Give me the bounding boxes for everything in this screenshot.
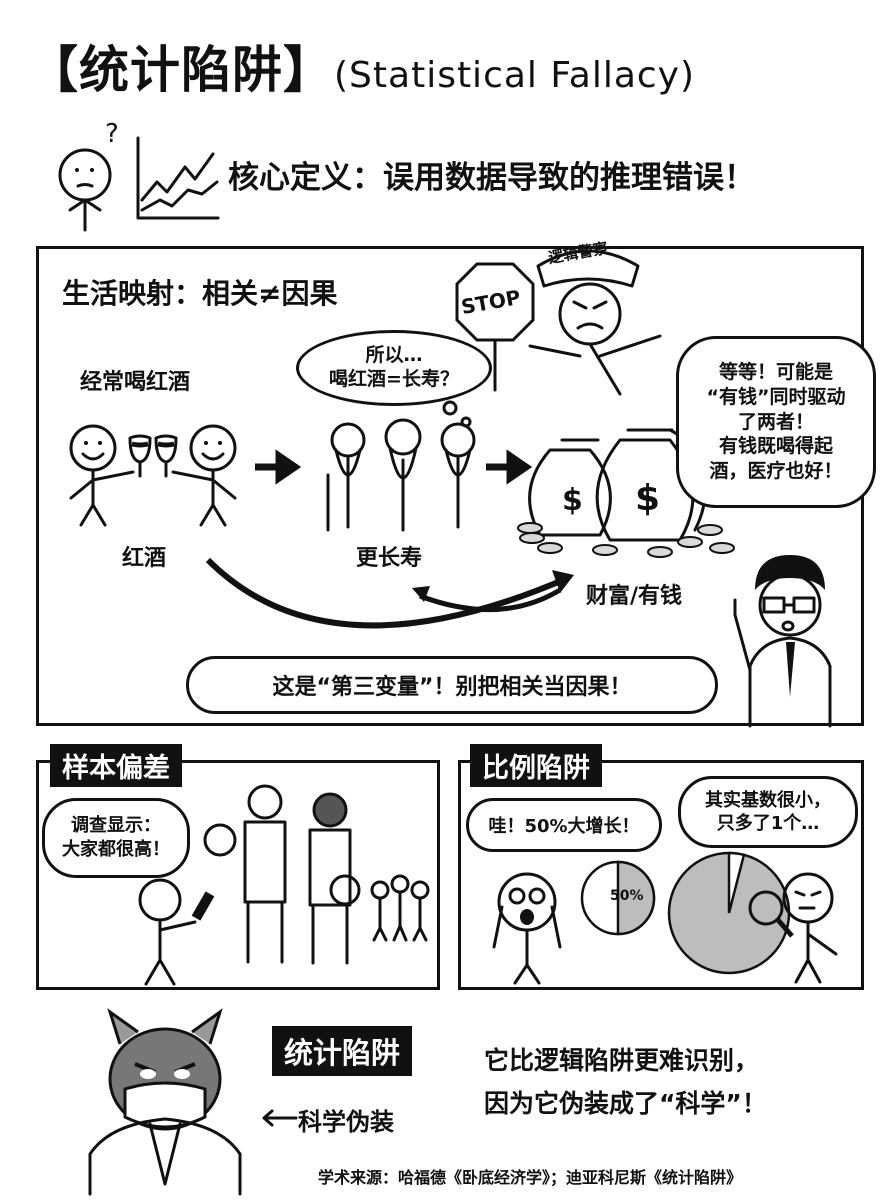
small-pie-label: 50% [610,888,644,904]
arrow-left-icon [262,1109,298,1127]
stop-sign-icon [455,262,535,392]
growth-speech-bubble: 哇！50%大增长！ [466,798,662,852]
logic-police-illustration [528,249,662,396]
arrow-right-icon [255,449,302,485]
base-speech-bubble: 其实基数很小， 只多了1个… [678,776,858,848]
small-pie-chart [580,860,656,936]
red-wine-label: 红酒 [122,546,167,571]
ratio-trap-header: 比例陷阱 [470,744,602,787]
elders-illustration [326,418,476,532]
title-en: (Statistical Fallacy) [334,55,696,96]
svg-text:?: ? [105,119,119,149]
core-definition: 核心定义：误用数据导致的推理错误！ [228,160,755,196]
base-speech-2: 只多了1个… [716,813,820,834]
title-cn: 【统计陷阱】 [28,41,334,99]
big-pie-chart [667,851,791,975]
thought-line-2: 喝红酒=长寿？ [329,368,459,390]
thought-bubble: 所以… 喝红酒=长寿？ [296,330,492,406]
professor-illustration [733,555,832,728]
footer-badge: 统计陷阱 [272,1026,413,1076]
wine-drinkers-illustration [69,424,237,527]
sample-bias-header: 样本偏差 [50,744,182,787]
thinking-person-icon: ? [58,119,220,232]
police-speech-5: 酒，医疗也好！ [709,460,843,483]
wealth-label: 财富/有钱 [586,584,683,609]
surprised-person-illustration [492,872,562,985]
conclusion-text: 这是“第三变量”！别把相关当因果！ [272,675,632,700]
longevity-label: 更长寿 [356,546,423,571]
survey-line-2: 大家都很高！ [62,839,170,860]
police-speech-1: 等等！可能是 [718,361,833,384]
drink-label: 经常喝红酒 [80,370,191,395]
growth-speech-text: 哇！50%大增长！ [488,816,640,837]
police-speech-bubble: 等等！可能是 “有钱”同时驱动 了两者！ 有钱既喝得起 酒，医疗也好！ [676,336,876,508]
footer-note: 它比逻辑陷阱更难识别， 因为它伪装成了“科学”！ [484,1040,767,1125]
svg-text:$: $ [562,483,583,518]
police-speech-4: 有钱既喝得起 [718,435,833,458]
footer-note-2: 因为它伪装成了“科学”！ [484,1088,767,1118]
conclusion-bubble: 这是“第三变量”！别把相关当因果！ [186,656,718,714]
life-mapping-heading: 生活映射：相关≠因果 [62,277,338,310]
thought-line-1: 所以… [365,344,423,367]
police-speech-2: “有钱”同时驱动 [706,385,846,408]
page-title: 【统计陷阱】(Statistical Fallacy) [28,30,695,102]
causal-arrows [205,557,574,629]
reporter-and-players-illustration [138,784,430,986]
arrow-right-icon-2 [486,449,533,485]
magnifier-person-illustration [748,872,838,984]
survey-line-1: 调查显示： [71,814,161,836]
footer-note-1: 它比逻辑陷阱更难识别， [484,1046,760,1075]
base-speech-1: 其实基数很小， [705,789,831,811]
survey-speech-bubble: 调查显示： 大家都很高！ [42,798,190,878]
police-speech-3: 了两者！ [737,410,814,433]
sources: 学术来源：哈福德《卧底经济学》；迪亚科尼斯《统计陷阱》 [318,1168,743,1187]
svg-text:$: $ [635,478,660,519]
devil-scientist-illustration [88,1008,242,1196]
disguise-label: 科学伪装 [298,1108,394,1136]
